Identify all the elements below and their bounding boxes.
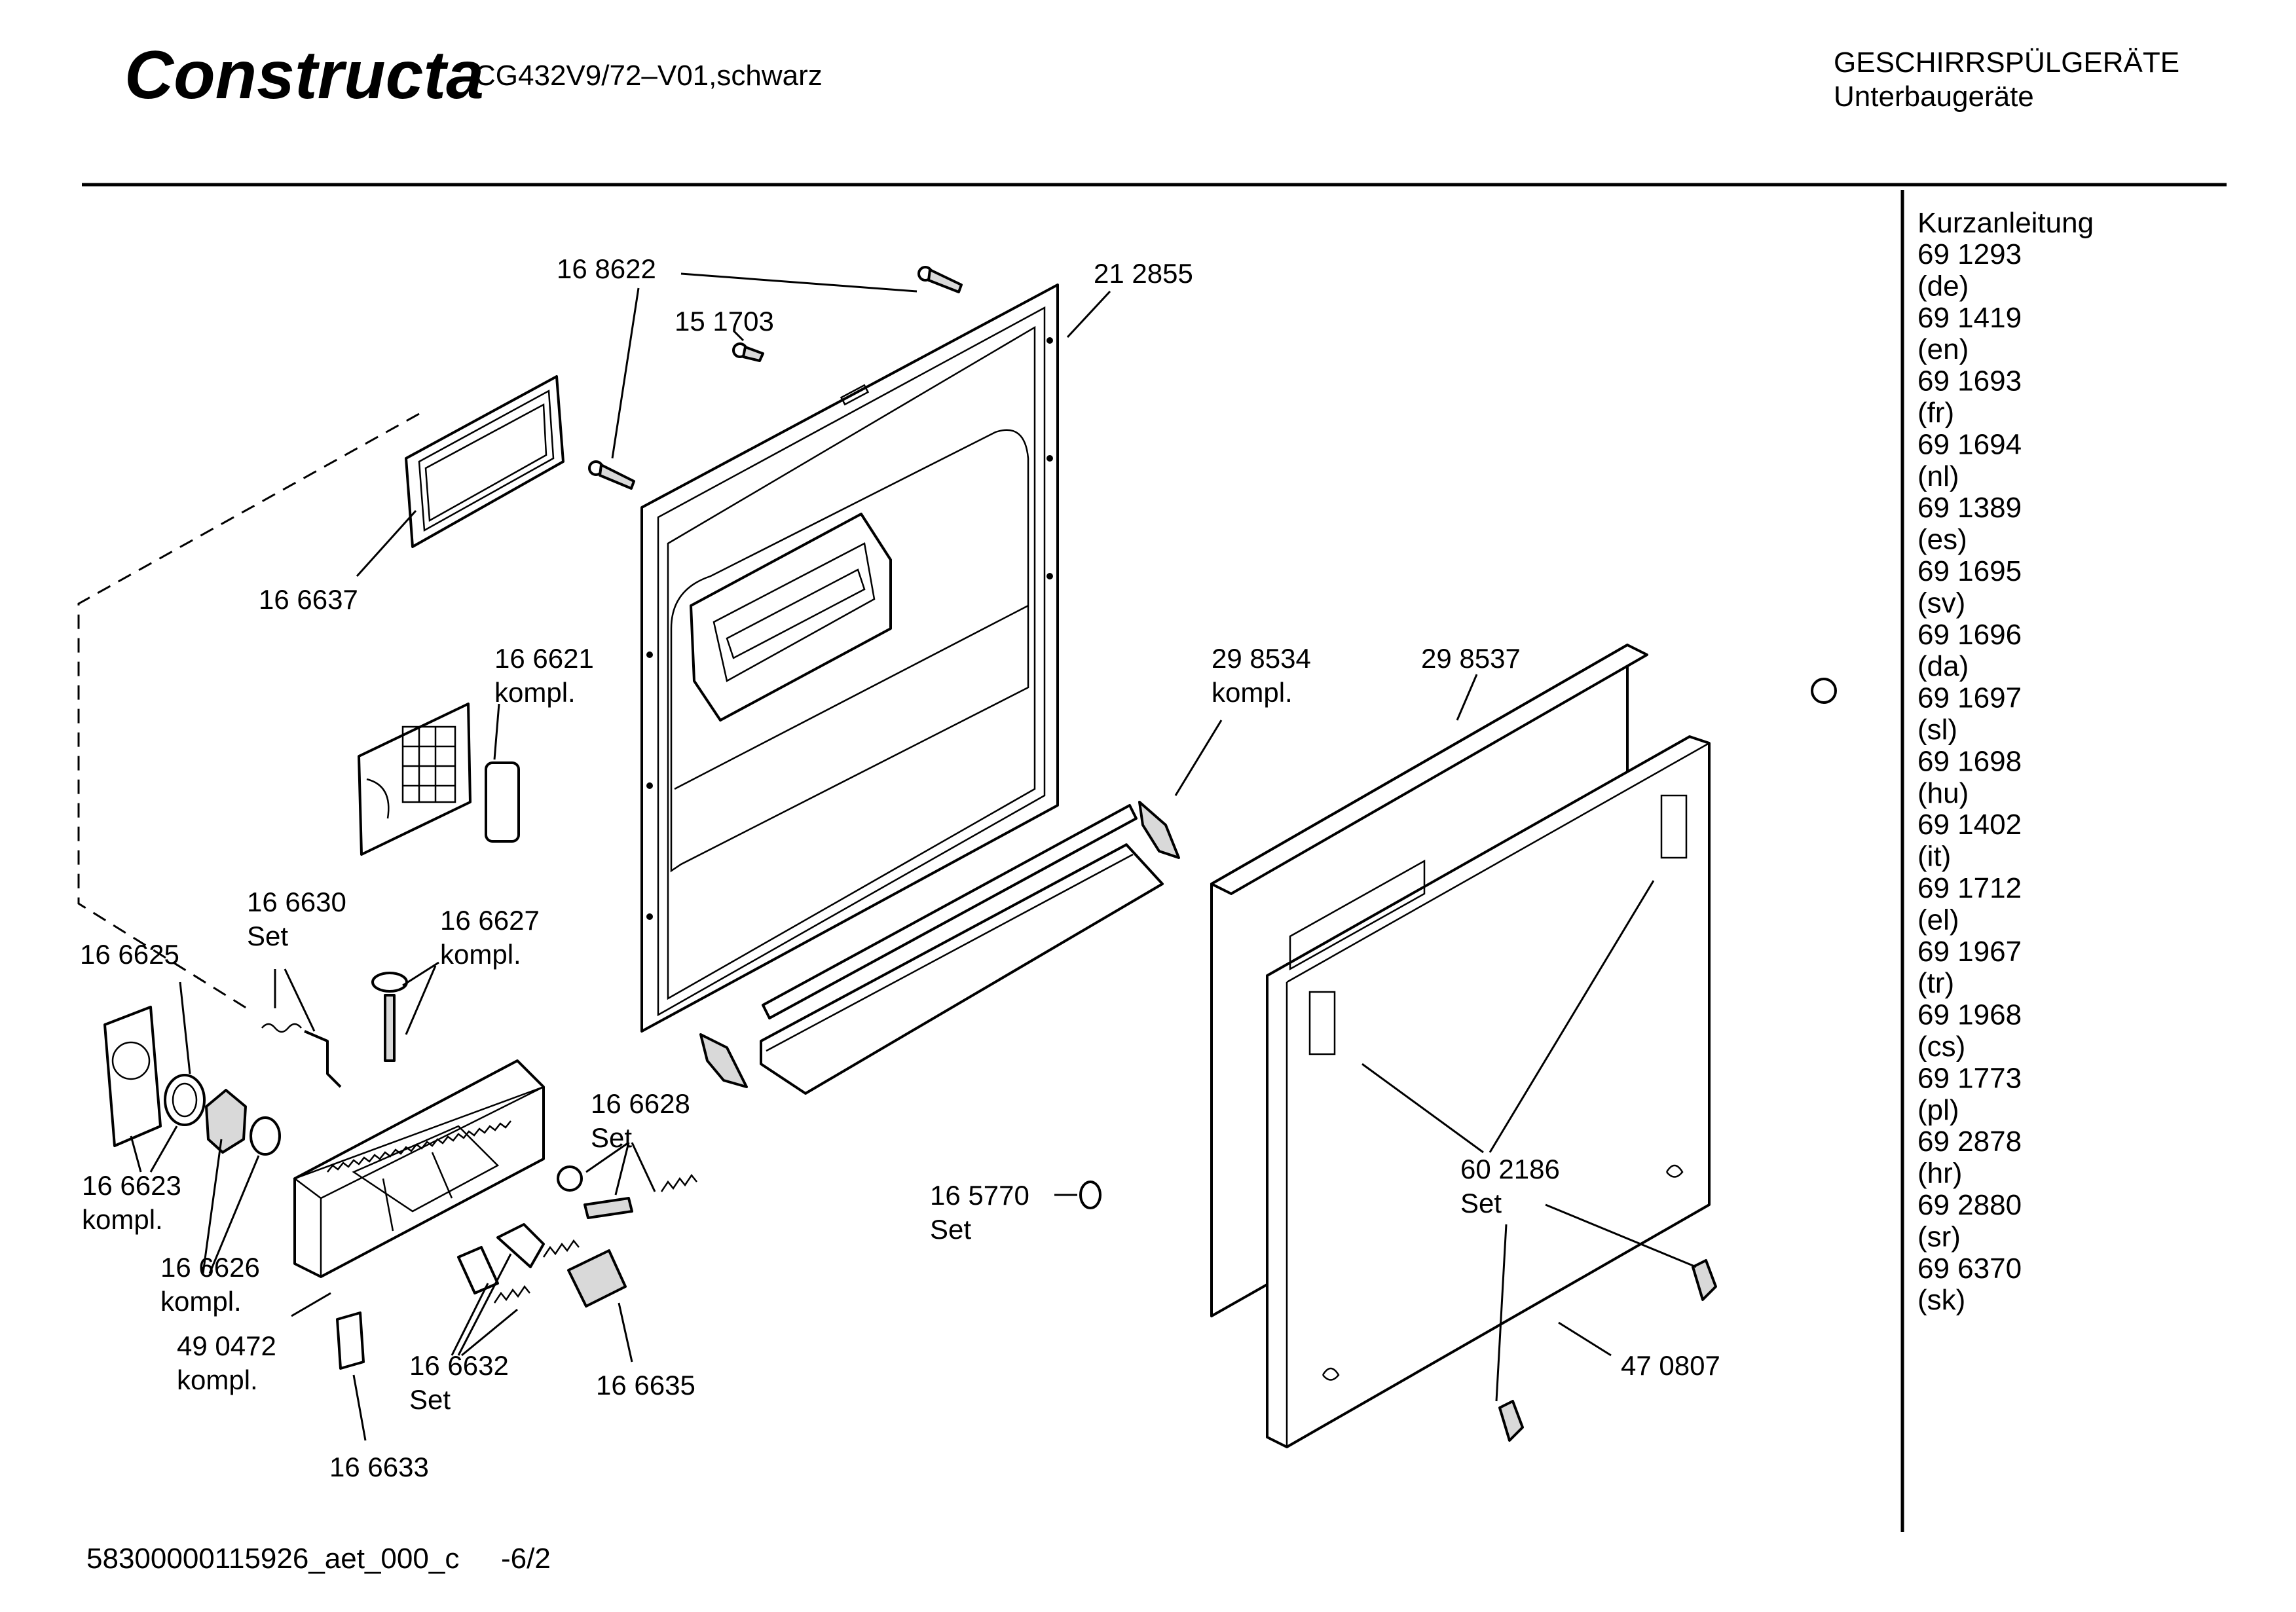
manual-part-number: 69 1696 xyxy=(1917,619,2022,651)
part-label: 16 6633 xyxy=(329,1452,429,1482)
category-title: GESCHIRRSPÜLGERÄTE xyxy=(1834,46,2179,79)
page-number: -6/2 xyxy=(501,1543,551,1575)
manual-language-code: (en) xyxy=(1917,333,1969,365)
manual-language-code: (sk) xyxy=(1917,1284,1965,1316)
manual-language-code: (hr) xyxy=(1917,1158,1962,1190)
part-label-suffix: kompl. xyxy=(440,939,521,970)
manual-part-number: 69 1389 xyxy=(1917,492,2022,524)
manual-part-number: 69 2878 xyxy=(1917,1126,2022,1158)
assembly-dashed-line xyxy=(77,412,420,1013)
manual-part-number: 69 1694 xyxy=(1917,428,2022,460)
part-label: 16 5770 xyxy=(930,1180,1029,1211)
manual-part-number: 69 1695 xyxy=(1917,555,2022,587)
sidebar-title: Kurzanleitung xyxy=(1917,207,2094,239)
part-label: 16 6635 xyxy=(596,1370,695,1401)
dispenser-frame xyxy=(405,375,565,548)
manual-part-number: 69 2880 xyxy=(1917,1189,2022,1221)
part-label-suffix: Set xyxy=(930,1214,971,1245)
sidebar-items: 69 1293(de)69 1419(en)69 1693(fr)69 1694… xyxy=(1917,238,2022,1316)
manual-part-number: 69 1967 xyxy=(1917,936,2022,968)
manual-part-number: 69 1697 xyxy=(1917,682,2022,714)
part-label: 16 6626 xyxy=(160,1252,260,1283)
screw-icon xyxy=(588,266,963,490)
part-label: 16 6630 xyxy=(247,887,346,917)
manual-part-number: 69 1293 xyxy=(1917,238,2022,270)
part-label: 47 0807 xyxy=(1621,1350,1720,1381)
part-label-suffix: Set xyxy=(1460,1188,1502,1218)
part-label: 16 6632 xyxy=(409,1350,509,1381)
manual-part-number: 69 1402 xyxy=(1917,809,2022,841)
manual-part-number: 69 1693 xyxy=(1917,365,2022,397)
sidebar: Kurzanleitung 69 1293(de)69 1419(en)69 1… xyxy=(1917,207,2094,1316)
manual-part-number: 69 1698 xyxy=(1917,745,2022,777)
door-rails xyxy=(699,678,1837,1209)
header: Constructa CG432V9/72–V01,schwarz GESCHI… xyxy=(82,37,2227,187)
manual-language-code: (sv) xyxy=(1917,587,1965,619)
manual-part-number: 69 6370 xyxy=(1917,1253,2022,1285)
part-labels: 16 8622 21 2855 15 1703 16 6637 16 6621 … xyxy=(80,253,1720,1482)
part-label-suffix: kompl. xyxy=(494,677,576,708)
knob-assembly xyxy=(103,1006,281,1156)
part-label-suffix: Set xyxy=(247,921,288,951)
part-label: 16 6621 xyxy=(494,643,594,674)
category-subtitle: Unterbaugeräte xyxy=(1834,81,2034,113)
brand-logo: Constructa xyxy=(124,37,484,113)
manual-language-code: (sl) xyxy=(1917,714,1957,746)
vent-grille xyxy=(358,703,520,856)
manual-language-code: (hu) xyxy=(1917,777,1969,809)
part-label: 49 0472 xyxy=(177,1330,276,1361)
part-label: 16 6627 xyxy=(440,905,540,936)
part-label: 16 6637 xyxy=(259,584,358,615)
decor-frame xyxy=(1266,735,1717,1448)
part-label: 15 1703 xyxy=(675,306,774,337)
part-label: 29 8537 xyxy=(1421,643,1521,674)
model-number: CG432V9/72–V01,schwarz xyxy=(475,60,823,92)
manual-part-number: 69 1773 xyxy=(1917,1062,2022,1094)
manual-part-number: 69 1968 xyxy=(1917,999,2022,1031)
manual-language-code: (pl) xyxy=(1917,1094,1959,1126)
part-label: 16 8622 xyxy=(557,253,656,284)
footer: 58300000115926_aet_000_c -6/2 xyxy=(86,1543,551,1575)
manual-language-code: (sr) xyxy=(1917,1220,1961,1253)
part-label: 16 6625 xyxy=(80,939,179,970)
inner-door-panel xyxy=(640,284,1059,1033)
part-label: 29 8534 xyxy=(1212,643,1311,674)
document-id: 58300000115926_aet_000_c xyxy=(86,1543,459,1575)
part-label: 16 6628 xyxy=(591,1088,690,1119)
small-parts xyxy=(261,972,697,1370)
manual-language-code: (de) xyxy=(1917,270,1969,302)
part-label-suffix: kompl. xyxy=(177,1365,258,1395)
manual-language-code: (nl) xyxy=(1917,460,1959,492)
part-label: 21 2855 xyxy=(1094,258,1193,289)
manual-language-code: (cs) xyxy=(1917,1031,1965,1063)
part-label-suffix: Set xyxy=(409,1384,451,1415)
manual-part-number: 69 1712 xyxy=(1917,872,2022,904)
control-module xyxy=(293,1059,545,1278)
part-label-suffix: kompl. xyxy=(160,1286,242,1317)
manual-part-number: 69 1419 xyxy=(1917,302,2022,334)
manual-language-code: (da) xyxy=(1917,650,1969,682)
part-label: 60 2186 xyxy=(1460,1154,1560,1184)
part-label-suffix: kompl. xyxy=(82,1204,163,1235)
part-label-suffix: kompl. xyxy=(1212,677,1293,708)
manual-language-code: (fr) xyxy=(1917,397,1954,429)
manual-language-code: (it) xyxy=(1917,841,1951,873)
part-label: 16 6623 xyxy=(82,1170,181,1201)
manual-language-code: (el) xyxy=(1917,904,1959,936)
manual-language-code: (es) xyxy=(1917,524,1967,556)
leader-lines xyxy=(130,272,1697,1441)
part-label-suffix: Set xyxy=(591,1122,632,1153)
manual-language-code: (tr) xyxy=(1917,967,1954,999)
